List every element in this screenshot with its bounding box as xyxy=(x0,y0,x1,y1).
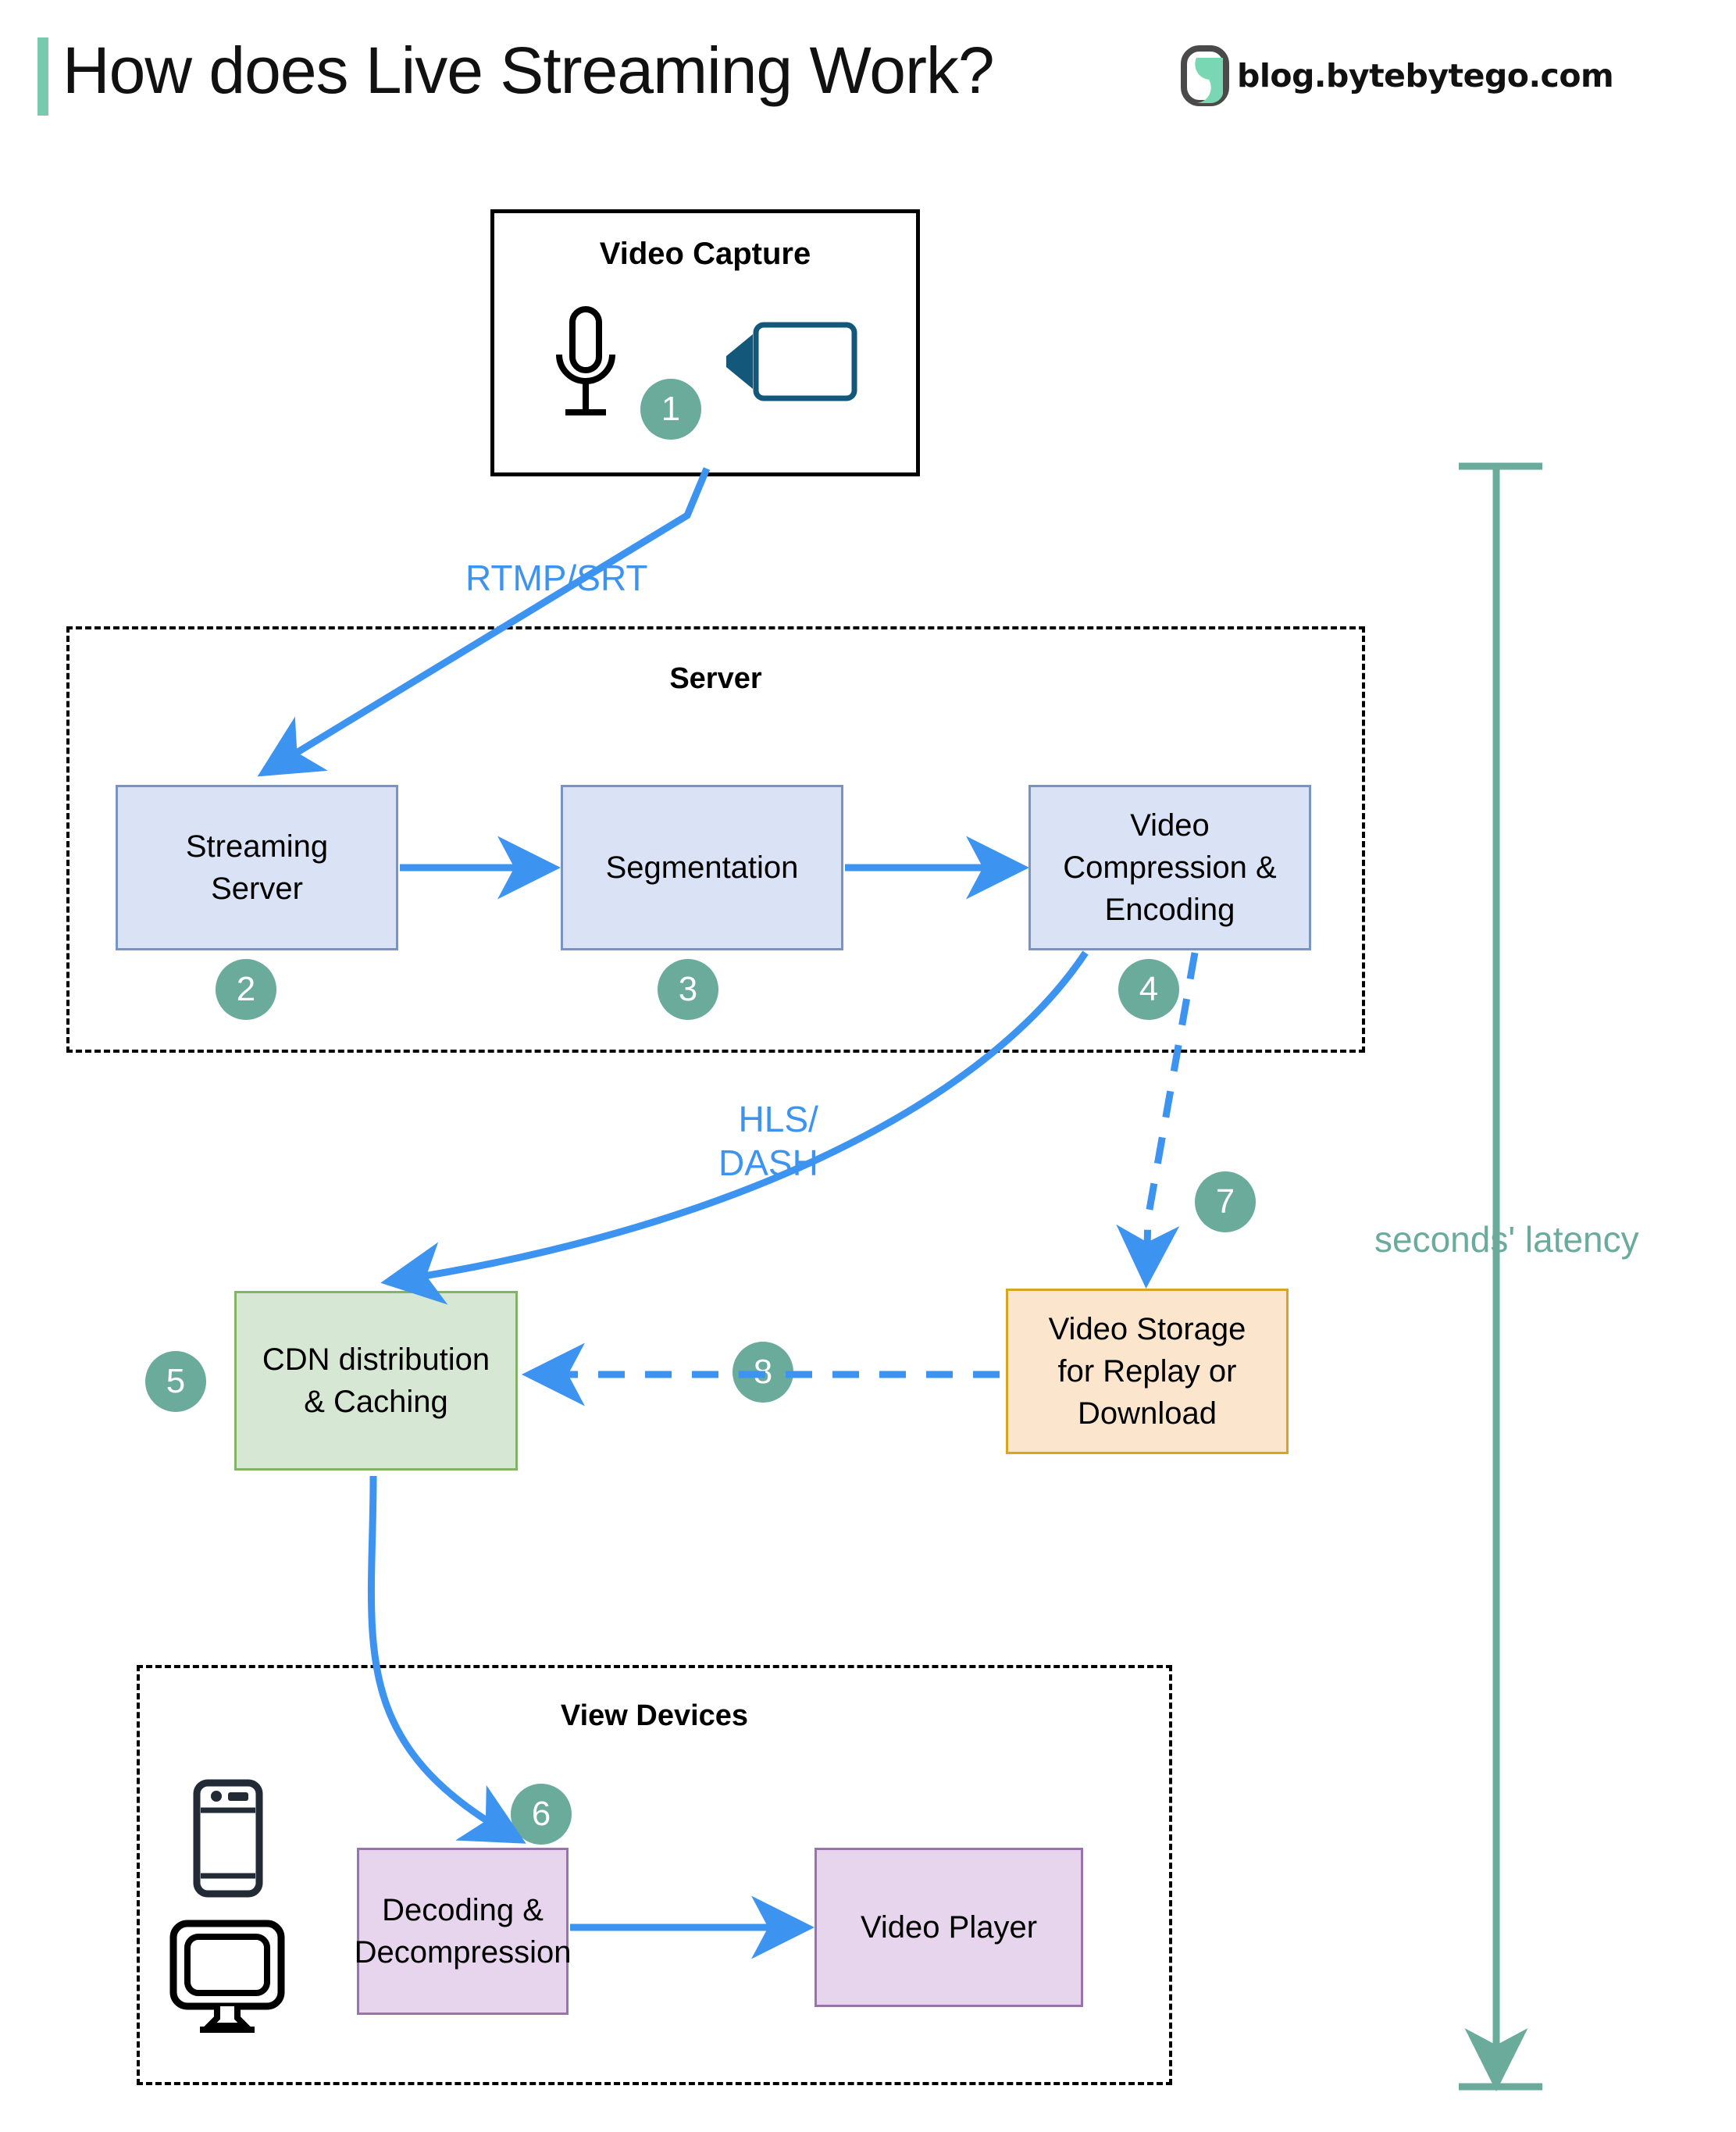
microphone-icon xyxy=(556,306,615,415)
title-accent-bar xyxy=(37,37,48,116)
brand-text: blog.bytebytego.com xyxy=(1237,57,1614,94)
node-cdn-distribution[interactable]: CDN distribution & Caching xyxy=(234,1291,518,1471)
video-capture-title: Video Capture xyxy=(599,237,811,271)
bytebytego-logo-icon xyxy=(1181,45,1229,106)
node-streaming-server[interactable]: Streaming Server xyxy=(116,785,398,950)
view-devices-group-title: View Devices xyxy=(560,1699,749,1732)
server-group-title: Server xyxy=(669,662,762,695)
monitor-icon xyxy=(169,1920,285,2033)
smartphone-icon xyxy=(193,1779,263,1898)
node-segmentation[interactable]: Segmentation xyxy=(561,785,843,950)
step-badge-8: 8 xyxy=(733,1342,793,1403)
video-camera-icon xyxy=(726,322,857,401)
step-badge-2: 2 xyxy=(216,959,276,1020)
latency-annotation: seconds' latency xyxy=(1374,1219,1639,1260)
edge-label-hls-dash: HLS/ DASH xyxy=(718,1099,818,1183)
edge-label-rtmp-srt: RTMP/SRT xyxy=(465,558,648,598)
step-badge-3: 3 xyxy=(658,959,718,1020)
step-badge-6: 6 xyxy=(511,1784,572,1845)
step-badge-1: 1 xyxy=(640,379,701,440)
brand: blog.bytebytego.com xyxy=(1181,45,1614,106)
step-badge-5: 5 xyxy=(145,1351,206,1412)
page-title: How does Live Streaming Work? xyxy=(62,34,995,107)
node-video-compression[interactable]: Video Compression & Encoding xyxy=(1028,785,1311,950)
view-devices-group: View Devices xyxy=(137,1665,1172,2085)
node-decoding-decompression[interactable]: Decoding & Decompression xyxy=(355,1848,571,2015)
step-badge-4: 4 xyxy=(1118,959,1179,1020)
node-video-storage[interactable]: Video Storage for Replay or Download xyxy=(1006,1289,1289,1454)
step-badge-7: 7 xyxy=(1195,1171,1256,1232)
node-video-player[interactable]: Video Player xyxy=(815,1848,1083,2007)
